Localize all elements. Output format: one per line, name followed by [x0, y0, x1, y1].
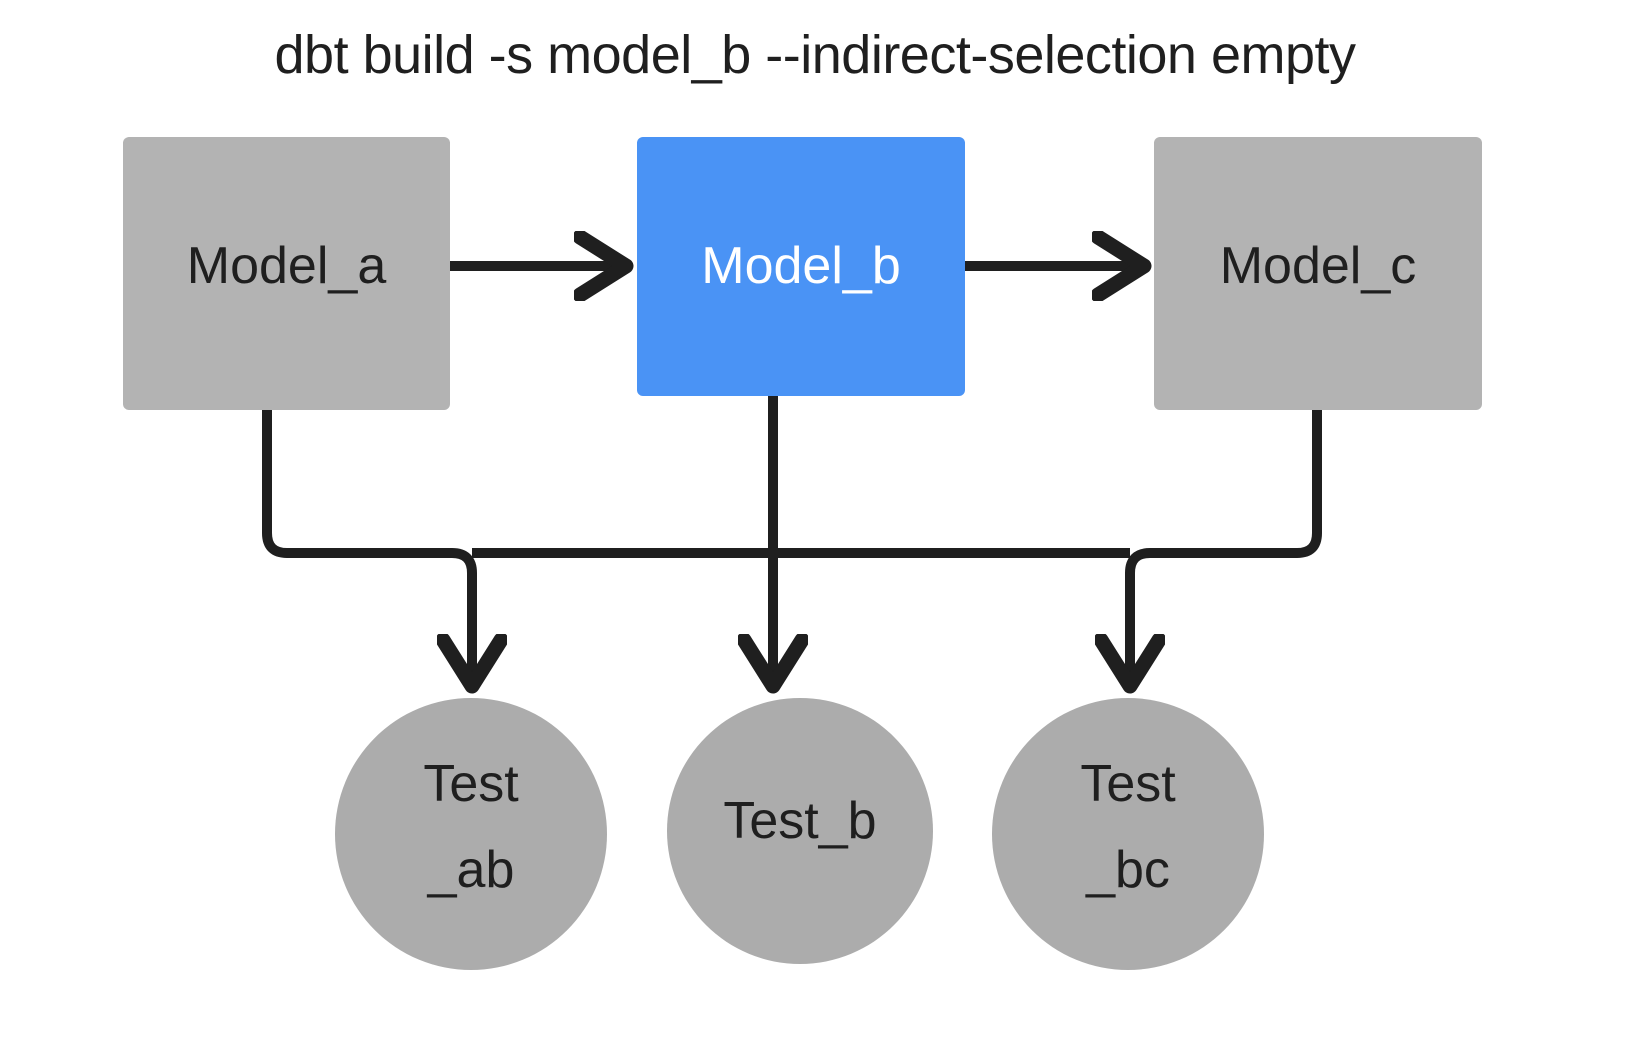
edge-model-c-to-test-bc [1130, 410, 1322, 680]
node-model-a[interactable] [123, 137, 450, 410]
node-test-ab[interactable] [335, 698, 607, 970]
node-model-c[interactable] [1154, 137, 1482, 410]
node-test-bc[interactable] [992, 698, 1264, 970]
page-title: dbt build -s model_b --indirect-selectio… [274, 25, 1357, 85]
node-test-b[interactable] [667, 698, 933, 964]
node-model-b[interactable] [637, 137, 965, 396]
edge-model-a-to-test-ab [262, 410, 472, 680]
